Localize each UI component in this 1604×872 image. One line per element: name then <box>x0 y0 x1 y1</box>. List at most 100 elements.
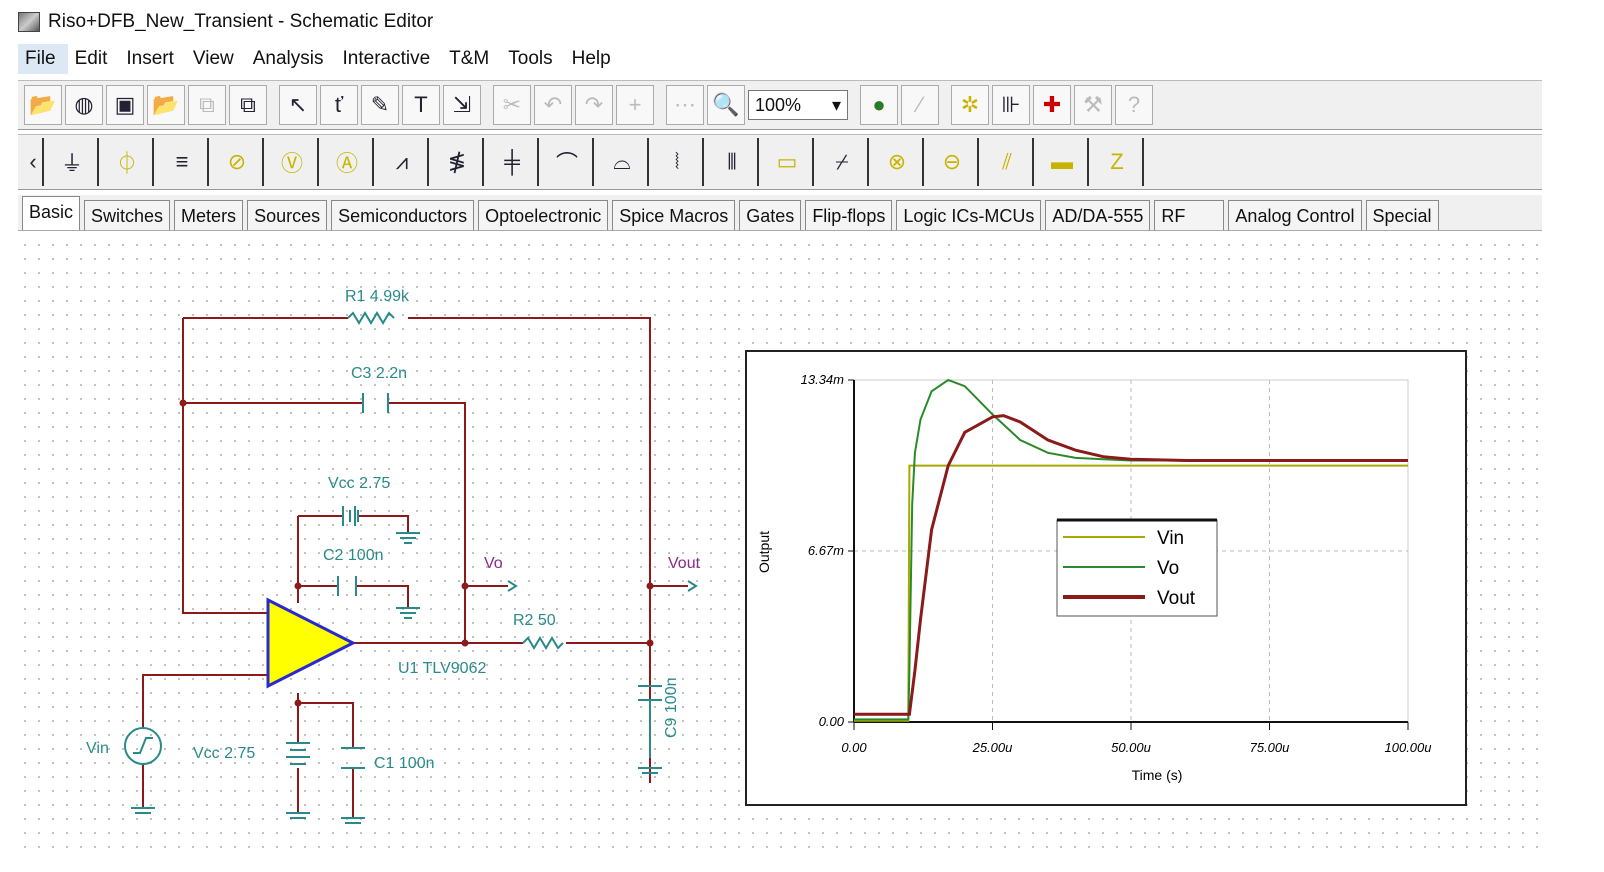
tab-switches[interactable]: Switches <box>84 200 171 230</box>
schematic-canvas[interactable]: R1 4.99k C3 2.2n Vcc 2.75 C2 100n Vo Vou… <box>18 238 1542 850</box>
interactive-icon[interactable]: ✲ <box>951 85 989 125</box>
cut-icon[interactable]: ✂ <box>493 85 531 125</box>
zoom-value: 100% <box>755 94 802 115</box>
menu-insert[interactable]: Insert <box>126 48 174 69</box>
menu-help[interactable]: Help <box>571 48 611 69</box>
label-c1: C1 100n <box>374 755 435 772</box>
capacitor-c3 <box>362 393 389 413</box>
resistor-r1 <box>347 311 395 325</box>
voltmeter-icon[interactable]: Ⓥ <box>267 138 319 186</box>
thermistor-icon[interactable]: ⫽ <box>982 138 1034 186</box>
label-c2: C2 100n <box>323 547 384 564</box>
node-markers <box>507 580 698 592</box>
app-icon <box>18 12 40 32</box>
tool-icon[interactable]: ⚒ <box>1074 85 1112 125</box>
inductor-icon[interactable]: ⌒ <box>542 138 594 186</box>
lamp-icon[interactable]: ⊗ <box>872 138 924 186</box>
label-vout: Vout <box>668 555 701 572</box>
coupled-inductor-icon[interactable]: ⫴ <box>707 138 759 186</box>
wire-tool-icon[interactable]: ť <box>320 85 358 125</box>
scroll-left-icon[interactable]: ‹ <box>24 138 44 186</box>
motor-icon[interactable]: ⊖ <box>927 138 979 186</box>
copy-icon[interactable]: ⧉ <box>188 85 226 125</box>
y-tick-label: 0.00 <box>819 714 845 729</box>
pin-icon[interactable]: ✚ <box>1033 85 1071 125</box>
opamp-u1[interactable] <box>266 597 357 689</box>
menu-edit[interactable]: Edit <box>74 48 108 69</box>
capacitor-c1 <box>341 747 365 769</box>
menu-tm[interactable]: T&M <box>449 48 490 69</box>
tab-adda[interactable]: AD/DA-555 <box>1045 200 1151 230</box>
y-tick-label: 6.67m <box>808 543 844 558</box>
source-vin <box>124 727 162 765</box>
tab-rf[interactable]: RF <box>1154 200 1225 230</box>
pen-icon[interactable]: ✎ <box>361 85 399 125</box>
series-vout <box>854 414 1408 716</box>
ac-source-icon[interactable]: ⊘ <box>212 138 264 186</box>
x-tick-label: 50.00u <box>1111 740 1151 755</box>
ground-icon[interactable]: ⏚ <box>47 138 99 186</box>
tab-spice-macros[interactable]: Spice Macros <box>612 200 736 230</box>
ammeter-icon[interactable]: Ⓐ <box>322 138 374 186</box>
transformer-icon[interactable]: ⦚ <box>652 138 704 186</box>
label-c3: C3 2.2n <box>351 365 407 382</box>
legend-label-vo: Vo <box>1157 558 1179 579</box>
tab-gates[interactable]: Gates <box>739 200 802 230</box>
potentiometer-icon[interactable]: ≸ <box>432 138 484 186</box>
resistor-r2 <box>522 636 564 650</box>
open-recent-icon[interactable]: 📂 <box>147 85 185 125</box>
tab-meters[interactable]: Meters <box>174 200 244 230</box>
dc-analysis-icon[interactable]: ● <box>860 85 898 125</box>
menu-interactive[interactable]: Interactive <box>342 48 431 69</box>
tab-special[interactable]: Special <box>1365 200 1439 230</box>
main-toolbar: 📂 ◍ ▣ 📂 ⧉ ⧉ ↖ ť ✎ T ⇲ ✂ ↶ ↷ + ⋯ 🔍 100%▾ … <box>18 80 1542 130</box>
y-tick-label: 13.34m <box>801 372 845 387</box>
label-r1: R1 4.99k <box>345 288 410 305</box>
tab-semiconductors[interactable]: Semiconductors <box>331 200 475 230</box>
select-arrow-icon[interactable]: ↖ <box>279 85 317 125</box>
tab-optoelectronic[interactable]: Optoelectronic <box>478 200 609 230</box>
resistor-block-icon[interactable]: ▬ <box>1037 138 1089 186</box>
schematic: R1 4.99k C3 2.2n Vcc 2.75 C2 100n Vo Vou… <box>86 288 701 824</box>
impedance-icon[interactable]: Z <box>1092 138 1144 186</box>
paste-icon[interactable]: ⧉ <box>229 85 267 125</box>
meter-icon[interactable]: ⊪ <box>992 85 1030 125</box>
label-c9: C9 100n <box>663 678 680 739</box>
tab-flip-flops[interactable]: Flip-flops <box>805 200 893 230</box>
menu-view[interactable]: View <box>192 48 234 69</box>
resistor-icon[interactable]: ⩘ <box>377 138 429 186</box>
help-pointer-icon[interactable]: ? <box>1115 85 1153 125</box>
menu-file[interactable]: File <box>18 44 68 74</box>
switch-icon[interactable]: ⌿ <box>817 138 869 186</box>
undo-icon[interactable]: ↶ <box>534 85 572 125</box>
tab-basic[interactable]: Basic <box>22 196 81 230</box>
title-bar: Riso+DFB_New_Transient - Schematic Edito… <box>18 8 433 36</box>
tab-analog-control[interactable]: Analog Control <box>1228 200 1362 230</box>
text-icon[interactable]: T <box>402 85 440 125</box>
battery-icon[interactable]: ≡ <box>157 138 209 186</box>
open-folder-icon[interactable]: 📂 <box>24 85 62 125</box>
label-icon[interactable]: ⇲ <box>443 85 481 125</box>
tab-sources[interactable]: Sources <box>247 200 328 230</box>
variable-inductor-icon[interactable]: ⌓ <box>597 138 649 186</box>
globe-icon[interactable]: ◍ <box>65 85 103 125</box>
zoom-select[interactable]: 100%▾ <box>748 90 848 120</box>
voltage-source-icon[interactable]: ⏀ <box>102 138 154 186</box>
x-tick-label: 100.00u <box>1385 740 1432 755</box>
chart-series <box>854 378 1408 722</box>
capacitor-icon[interactable]: ╪ <box>487 138 539 186</box>
save-icon[interactable]: ▣ <box>106 85 144 125</box>
zoom-icon[interactable]: 🔍 <box>707 85 745 125</box>
crosshair-icon[interactable]: + <box>616 85 654 125</box>
probe-icon[interactable]: ⁄ <box>901 85 939 125</box>
redo-icon[interactable]: ↷ <box>575 85 613 125</box>
menu-tools[interactable]: Tools <box>508 48 553 69</box>
junction-dots <box>179 399 654 707</box>
label-vcc-bot: Vcc 2.75 <box>193 745 255 762</box>
menu-analysis[interactable]: Analysis <box>252 48 324 69</box>
tab-logic-ics[interactable]: Logic ICs-MCUs <box>896 200 1042 230</box>
fuse-icon[interactable]: ▭ <box>762 138 814 186</box>
grid-icon[interactable]: ⋯ <box>666 85 704 125</box>
